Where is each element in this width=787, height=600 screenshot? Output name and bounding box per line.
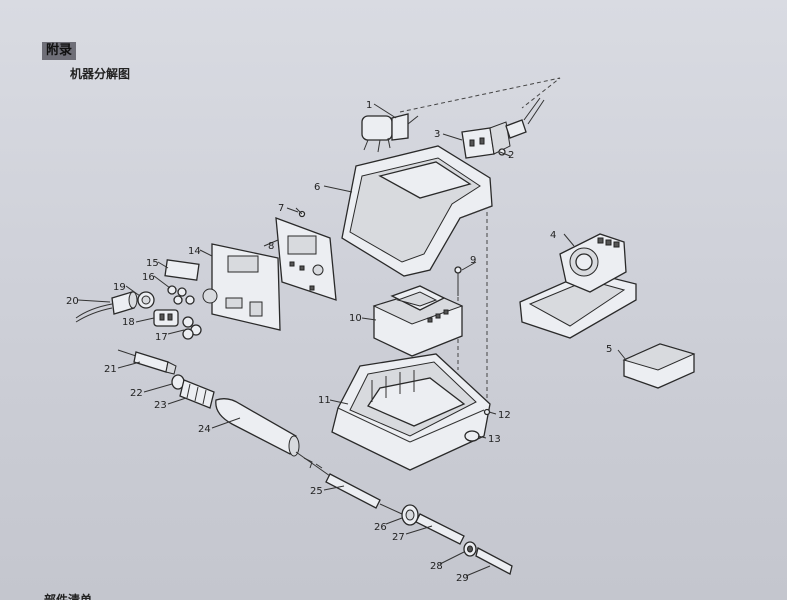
label-23: 23 bbox=[154, 400, 167, 411]
label-1: 1 bbox=[366, 100, 372, 111]
label-25: 25 bbox=[310, 486, 323, 497]
label-13: 13 bbox=[488, 434, 501, 445]
label-14: 14 bbox=[188, 246, 201, 257]
part-front-panel bbox=[202, 243, 281, 331]
part-iron-cord bbox=[75, 291, 138, 323]
label-9: 9 bbox=[470, 255, 476, 266]
part-plug bbox=[361, 113, 419, 153]
part-sponge bbox=[622, 343, 696, 389]
part-base-housing bbox=[331, 353, 491, 471]
label-21: 21 bbox=[104, 364, 117, 375]
label-17: 17 bbox=[155, 332, 168, 343]
label-10: 10 bbox=[349, 313, 362, 324]
label-28: 28 bbox=[430, 561, 443, 572]
label-11: 11 bbox=[318, 395, 331, 406]
label-12: 12 bbox=[498, 410, 511, 421]
part-soldering-tip bbox=[475, 547, 513, 575]
part-grip-nut bbox=[179, 379, 215, 409]
part-top-cover bbox=[341, 145, 493, 277]
label-5: 5 bbox=[606, 344, 612, 355]
label-8: 8 bbox=[268, 241, 274, 252]
part-iron-holder bbox=[519, 233, 637, 339]
part-label-plate bbox=[164, 259, 200, 281]
part-handle bbox=[215, 398, 300, 457]
label-27: 27 bbox=[392, 532, 405, 543]
part-transformer bbox=[372, 285, 464, 357]
part-connector-block bbox=[153, 309, 179, 327]
label-29: 29 bbox=[456, 573, 469, 584]
label-3: 3 bbox=[434, 129, 440, 140]
label-15: 15 bbox=[146, 258, 159, 269]
part-panel-nut bbox=[137, 291, 155, 309]
label-18: 18 bbox=[122, 317, 135, 328]
label-7: 7 bbox=[278, 203, 284, 214]
label-2: 2 bbox=[508, 150, 514, 161]
part-rubber-foot bbox=[464, 430, 480, 442]
part-small-screw bbox=[295, 207, 306, 218]
label-22: 22 bbox=[130, 388, 143, 399]
part-base-screw bbox=[483, 408, 491, 416]
label-26: 26 bbox=[374, 522, 387, 533]
parts-list-heading: 部件清单 bbox=[44, 593, 93, 600]
label-24: 24 bbox=[198, 424, 211, 435]
part-iron-front-tube bbox=[117, 349, 177, 375]
part-ground-rod bbox=[454, 266, 462, 296]
exploded-view-title: 机器分解图 bbox=[70, 67, 131, 81]
label-20: 20 bbox=[66, 296, 79, 307]
part-heating-element bbox=[295, 451, 403, 515]
part-tip-nut bbox=[463, 541, 477, 557]
label-19: 19 bbox=[113, 282, 126, 293]
part-numbers: 1 2 3 4 5 6 7 8 9 10 11 12 13 14 15 16 1… bbox=[66, 100, 612, 584]
leader-lines bbox=[77, 103, 627, 577]
appendix-heading: 附录 bbox=[42, 42, 77, 60]
part-threaded-nut bbox=[401, 504, 419, 526]
part-knobs bbox=[182, 316, 202, 340]
guide-plug-cord bbox=[399, 77, 561, 113]
part-control-board bbox=[275, 217, 337, 301]
part-sleeve bbox=[415, 513, 465, 545]
label-6: 6 bbox=[314, 182, 320, 193]
part-power-socket bbox=[461, 97, 545, 159]
label-4: 4 bbox=[550, 230, 556, 241]
part-buttons bbox=[167, 285, 195, 305]
label-16: 16 bbox=[142, 272, 155, 283]
